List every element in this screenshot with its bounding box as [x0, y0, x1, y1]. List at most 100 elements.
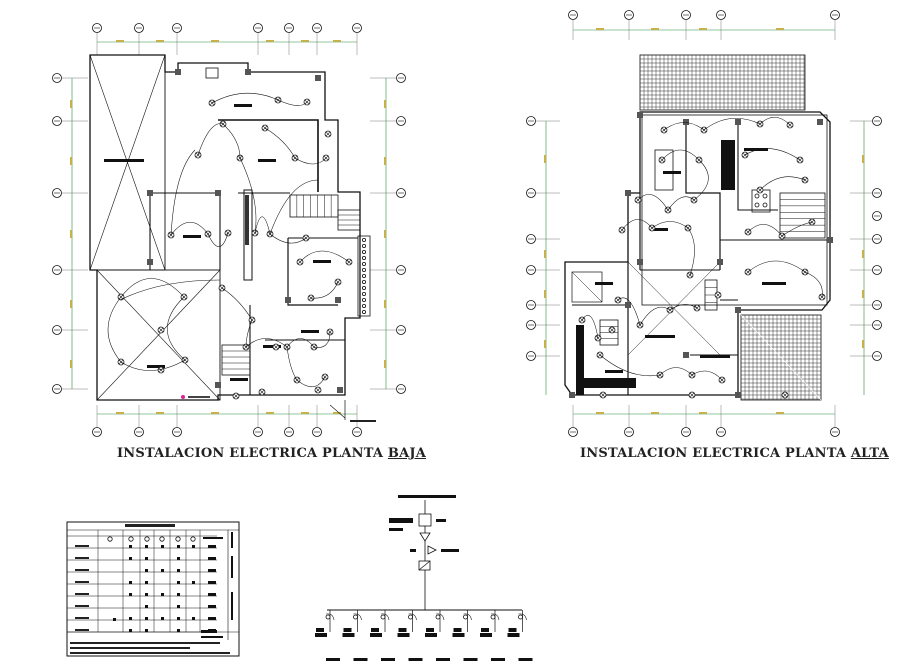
terrace-diagonal	[740, 314, 822, 401]
structural-column	[569, 392, 575, 398]
legend-count	[145, 605, 148, 608]
wiring-curve	[659, 367, 693, 376]
legend-frame	[66, 521, 240, 657]
legend-symbol	[144, 536, 150, 542]
room-label-block	[762, 282, 786, 285]
wiring-curve	[669, 304, 698, 311]
staircase	[289, 194, 339, 218]
interior-wall	[287, 238, 338, 306]
column-wall	[243, 189, 253, 281]
dimension-text-mark	[544, 340, 546, 348]
breaker-contact	[380, 614, 386, 620]
legend-count	[145, 593, 148, 596]
wiring-curve	[663, 122, 705, 131]
structural-column	[147, 259, 153, 265]
balcony	[571, 271, 603, 303]
room-label-block	[605, 370, 623, 373]
dimension-text-mark	[699, 412, 707, 414]
dimension-text-mark	[776, 28, 784, 30]
structural-column	[735, 307, 741, 313]
legend-count	[145, 569, 148, 572]
dimension-text-mark	[384, 300, 386, 308]
meter-label	[436, 519, 446, 522]
wiring-curve	[211, 92, 279, 104]
wiring-curve	[639, 306, 671, 326]
wiring-curve	[254, 216, 271, 235]
heater-mark	[754, 193, 760, 199]
counter-mark	[361, 255, 366, 260]
legend-total	[201, 630, 217, 633]
legend-count	[161, 593, 164, 596]
wiring-curve	[599, 354, 661, 377]
circuit-label	[408, 658, 423, 661]
structural-column	[683, 352, 689, 358]
wiring-curve	[286, 338, 315, 348]
legend-symbol	[107, 536, 113, 542]
legend-title	[125, 524, 175, 527]
dimension-text-mark	[651, 28, 659, 30]
carport-diagonal	[89, 54, 166, 271]
wiring-curve	[747, 224, 783, 237]
legend-symbol	[128, 536, 134, 542]
legend-count	[145, 617, 148, 620]
structural-column	[315, 75, 321, 81]
breaker-contact	[408, 614, 413, 620]
wiring-curve	[222, 123, 241, 159]
dimension-text-mark	[596, 28, 604, 30]
dimension-text-mark	[699, 28, 707, 30]
wiring-curve	[691, 370, 723, 381]
legend-symbol	[190, 536, 196, 542]
circuit-label	[453, 628, 462, 632]
room-label-block	[258, 159, 276, 162]
wiring-curve	[294, 157, 327, 165]
lower-plan-title-level: BAJA	[387, 446, 426, 461]
wiring-curve	[119, 279, 221, 301]
breaker-contact	[490, 614, 496, 620]
legend-count	[177, 593, 180, 596]
dimension-text-mark	[301, 40, 309, 42]
single-line-diagram	[315, 495, 533, 661]
circuit-label	[326, 658, 340, 661]
inner-wall-outline	[641, 114, 828, 306]
kitchen-counter	[357, 235, 371, 317]
dimension-text-mark	[862, 250, 864, 258]
heater-mark	[754, 202, 760, 208]
dimension-text-mark	[384, 100, 386, 108]
circuit-label	[315, 633, 327, 637]
room-label-block	[263, 345, 281, 348]
circuit-label	[353, 658, 368, 661]
dimension-text-mark	[333, 40, 341, 42]
counter-mark	[361, 279, 366, 284]
dimension-text-mark	[651, 412, 659, 414]
counter-mark	[361, 249, 366, 254]
dimension-text-mark	[333, 412, 341, 414]
dimension-text-mark	[301, 412, 309, 414]
panel-diagonal	[418, 560, 431, 571]
circuit-label	[507, 633, 520, 637]
legend-count	[192, 545, 195, 548]
legend-side-mark	[231, 532, 233, 548]
legend-count	[177, 617, 180, 620]
breaker-arc	[325, 613, 335, 621]
legend-count	[177, 605, 180, 608]
counter-mark	[361, 273, 366, 278]
meter-label	[188, 396, 210, 398]
structural-column	[817, 119, 823, 125]
wiring-curve	[245, 319, 253, 348]
upper-plan-title-text: INSTALACION ELECTRICA PLANTA	[580, 446, 851, 461]
lower-plan-title: INSTALACION ELECTRICA PLANTA BAJA	[117, 446, 426, 461]
wiring-curve	[759, 176, 806, 191]
interior-wall	[737, 122, 778, 211]
water-tank	[205, 67, 219, 79]
dimension-text-mark	[776, 412, 784, 414]
circuit-label	[491, 658, 505, 661]
interior-wall	[218, 119, 319, 192]
structural-column	[245, 69, 251, 75]
wiring-curve	[296, 376, 326, 388]
room-label-block	[700, 355, 730, 358]
upper-plan-title: INSTALACION ELECTRICA PLANTA ALTA	[580, 446, 889, 461]
room-label-block	[650, 228, 668, 231]
dimension-text-mark	[266, 412, 274, 414]
wiring-curve	[581, 315, 599, 339]
